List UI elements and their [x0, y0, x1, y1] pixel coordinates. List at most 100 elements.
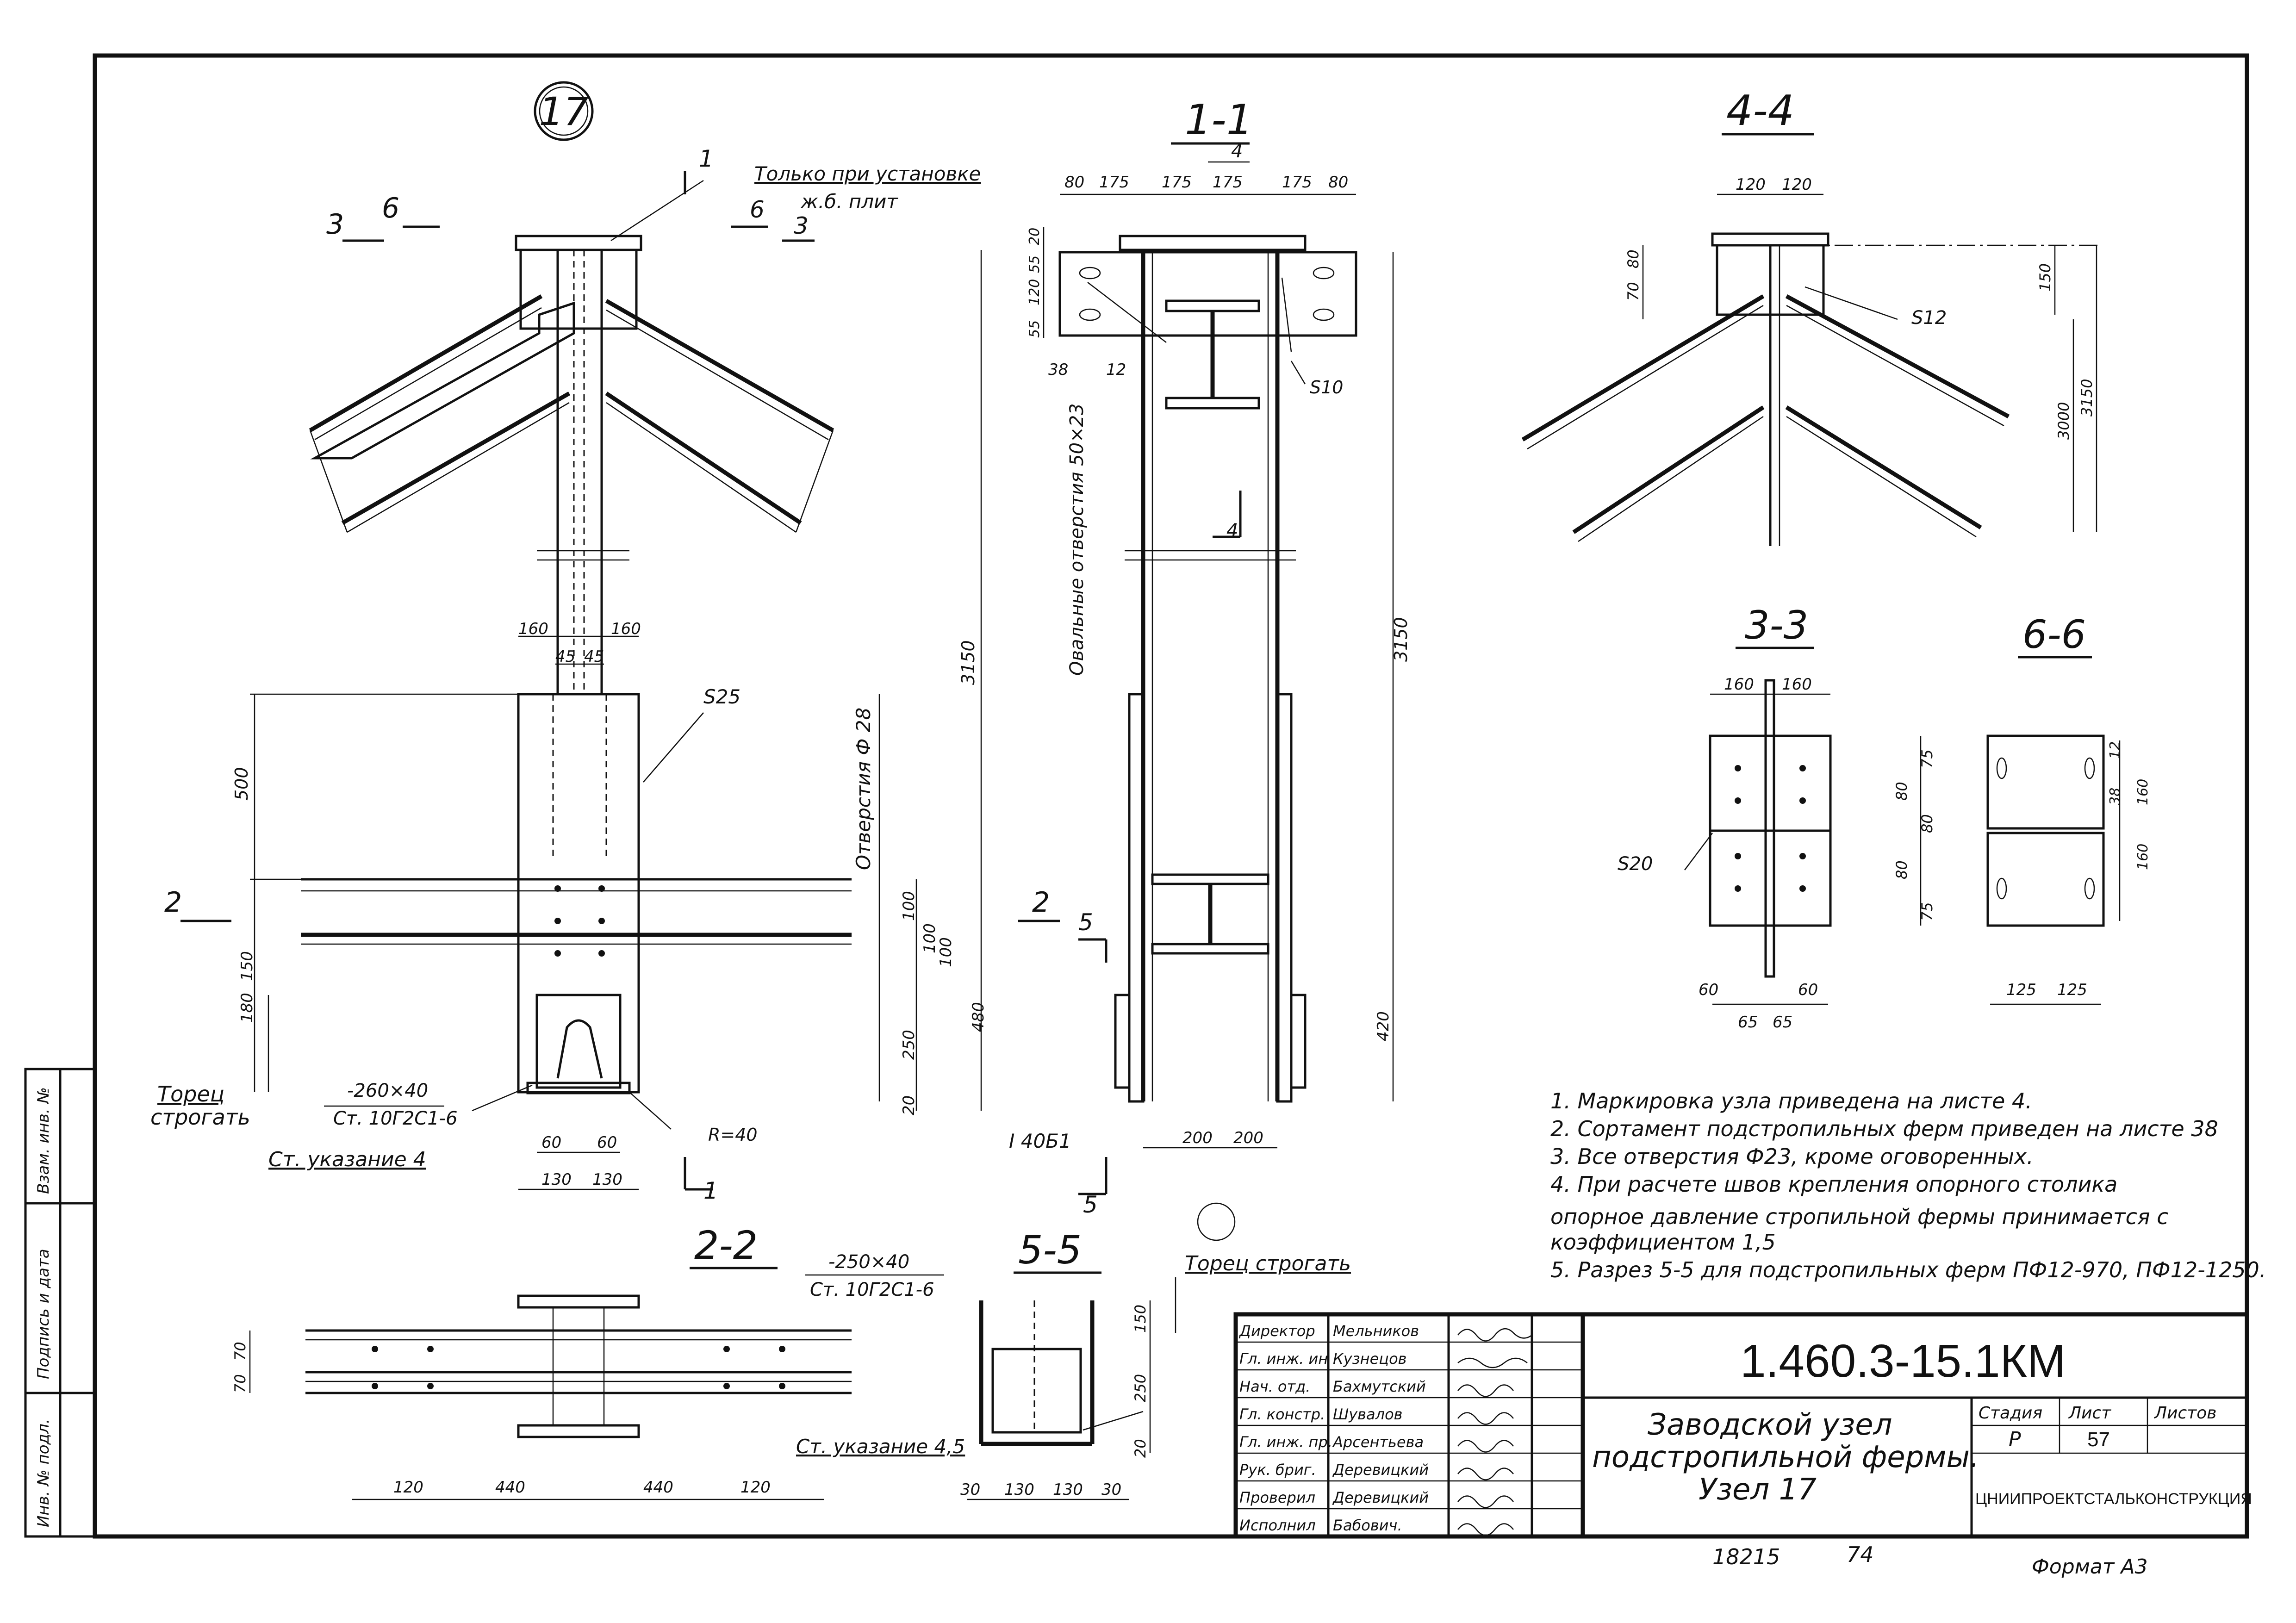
sheet-frame [24, 53, 2249, 1539]
notes-block: 1. Маркировка узла приведена на листе 4.… [1550, 1088, 2266, 1282]
stamp-inv-orig: Инв. № подл. [34, 1418, 53, 1527]
cut-2-right: 2 [1032, 886, 1050, 919]
section-3-3-labels: 160 160 75 80 80 80 75 60 60 65 65 S20 [1618, 675, 1936, 1032]
s66-dim-125a: 125 [2006, 981, 2036, 999]
note-2: 2. Сортамент подстропильных ферм приведе… [1550, 1116, 2218, 1141]
cut-1-bottom: 1 [703, 1177, 718, 1204]
s22-dim-70a: 70 [231, 1342, 249, 1361]
plate-spec-2: -250×40 [828, 1251, 909, 1273]
dim-480: 480 [969, 1002, 988, 1032]
s55-dim-150: 150 [1132, 1305, 1149, 1333]
note-1: 1. Маркировка узла приведена на листе 4. [1550, 1088, 2032, 1113]
cut-5-left: 5 [1078, 909, 1093, 936]
dim-100b: 100 [937, 937, 955, 967]
section-2-2-label: 2-2 [694, 1223, 758, 1268]
s33-dim-80b: 80 [1918, 814, 1936, 833]
s55-dim-20: 20 [1132, 1439, 1149, 1458]
name-1: Кузнецов [1333, 1350, 1407, 1368]
dim-45a: 45 [555, 647, 575, 666]
s66-dim-160a: 160 [2135, 779, 2151, 805]
section-1-1-labels: 80 175 175 175 175 80 20 55 120 55 38 12… [1009, 173, 1411, 1241]
title-line-2: подстропильной фермы. [1592, 1440, 1979, 1474]
dim-100a: 100 [900, 891, 918, 921]
radius-40: R=40 [708, 1125, 758, 1145]
s11-dim-175a: 175 [1099, 173, 1129, 192]
note-4-cont2: коэффициентом 1,5 [1550, 1230, 1776, 1255]
s22-dim-440b: 440 [643, 1478, 673, 1497]
s22-dim-120a: 120 [393, 1478, 423, 1497]
section-1-1: 1-1 4 [1043, 96, 1394, 1149]
s11-dim-38: 38 [1048, 361, 1068, 379]
oval-holes: Овальные отверстия 50×23 [1066, 404, 1088, 676]
s33-dim-60a: 60 [1699, 981, 1718, 999]
section-6-6-label: 6-6 [2022, 612, 2086, 657]
cut-1-top: 1 [699, 145, 714, 172]
s11-label-s10: S10 [1310, 377, 1343, 398]
s11-dim-80a: 80 [1064, 173, 1084, 192]
s11-dim-200b: 200 [1233, 1129, 1263, 1147]
face-plane-2: строгать [150, 1105, 250, 1130]
dim-130a: 130 [541, 1170, 572, 1189]
role-3: Гл. констр. [1239, 1405, 1325, 1423]
name-3: Шувалов [1333, 1405, 1403, 1423]
section-5-5: 5-5 [967, 1227, 1176, 1500]
name-4: Арсентьева [1332, 1433, 1424, 1451]
stage-value: Р [2009, 1428, 2021, 1451]
cut-6-right: 6 [750, 196, 765, 223]
dim-160b: 160 [611, 620, 641, 638]
cut-6-left: 6 [382, 192, 399, 224]
only-when-slabs: Только при установке [754, 162, 981, 185]
s11-dim-55a: 55 [1027, 255, 1043, 273]
cut-3-right: 3 [794, 212, 809, 239]
s33-dim-160a: 160 [1724, 675, 1754, 694]
role-5: Рук. бриг. [1239, 1461, 1316, 1479]
stage-label: Стадия [1979, 1404, 2042, 1423]
cut-5-right: 5 [1083, 1191, 1098, 1218]
s44-dim-120b: 120 [1782, 175, 1812, 194]
s11-dim-200a: 200 [1182, 1129, 1213, 1147]
face-plane-1: Торец [157, 1082, 224, 1107]
s33-dim-80c: 80 [1893, 860, 1910, 879]
dim-180: 180 [238, 993, 256, 1023]
holes-3-3 [1735, 765, 1806, 892]
dim-250: 250 [900, 1030, 918, 1060]
sheets-label: Листов [2153, 1404, 2216, 1423]
s22-dim-120b: 120 [740, 1478, 771, 1497]
s55-dim-30b: 30 [1101, 1480, 1121, 1499]
cut-4-top: 4 [1231, 141, 1243, 162]
s33-label-s20: S20 [1618, 853, 1653, 875]
footer-number-2: 74 [1847, 1542, 1874, 1567]
face-plane-full: Торец строгать [1185, 1252, 1351, 1275]
s66-dim-125b: 125 [2057, 981, 2087, 999]
s44-dim-3150: 3150 [2078, 379, 2096, 417]
section-3-3: 3-3 [1684, 603, 1922, 1005]
s22-dim-440a: 440 [495, 1478, 525, 1497]
organization: ЦНИИПРОЕКТСТАЛЬКОНСТРУКЦИЯ [1975, 1490, 2252, 1508]
cut-2-left: 2 [164, 886, 182, 919]
role-6: Проверил [1239, 1489, 1315, 1506]
note-5: 5. Разрез 5-5 для подстропильных ферм ПФ… [1550, 1257, 2266, 1282]
s11-dim-12: 12 [1106, 361, 1126, 379]
s22-dim-70b: 70 [231, 1374, 249, 1393]
footer-number: 18215 [1712, 1544, 1780, 1569]
dim-150: 150 [238, 951, 256, 981]
s33-dim-65a: 65 [1738, 1013, 1758, 1032]
section-6-6-labels: 12 38 160 160 125 125 [2006, 741, 2151, 999]
role-0: Директор [1238, 1322, 1315, 1340]
title-line-3: Узел 17 [1699, 1473, 1817, 1507]
stamp-sign-date: Подпись и дата [34, 1249, 53, 1379]
cut-4-mid: 4 [1226, 520, 1238, 541]
dim-60a: 60 [541, 1133, 561, 1152]
beam-profile: I 40Б1 [1009, 1130, 1071, 1152]
name-6: Деревицкий [1332, 1489, 1429, 1506]
name-5: Деревицкий [1332, 1461, 1429, 1479]
name-7: Бабович. [1333, 1517, 1402, 1534]
s11-dim-3150: 3150 [1391, 617, 1411, 662]
s11-dim-55b: 55 [1027, 320, 1043, 338]
format: Формат А3 [2032, 1555, 2148, 1579]
stamp-replace-inv: Взам. инв. № [34, 1087, 53, 1194]
signatures [1457, 1328, 1532, 1536]
holes-2-2 [372, 1346, 785, 1389]
sheet-label: Лист [2068, 1404, 2111, 1423]
role-7: Исполнил [1239, 1517, 1316, 1534]
